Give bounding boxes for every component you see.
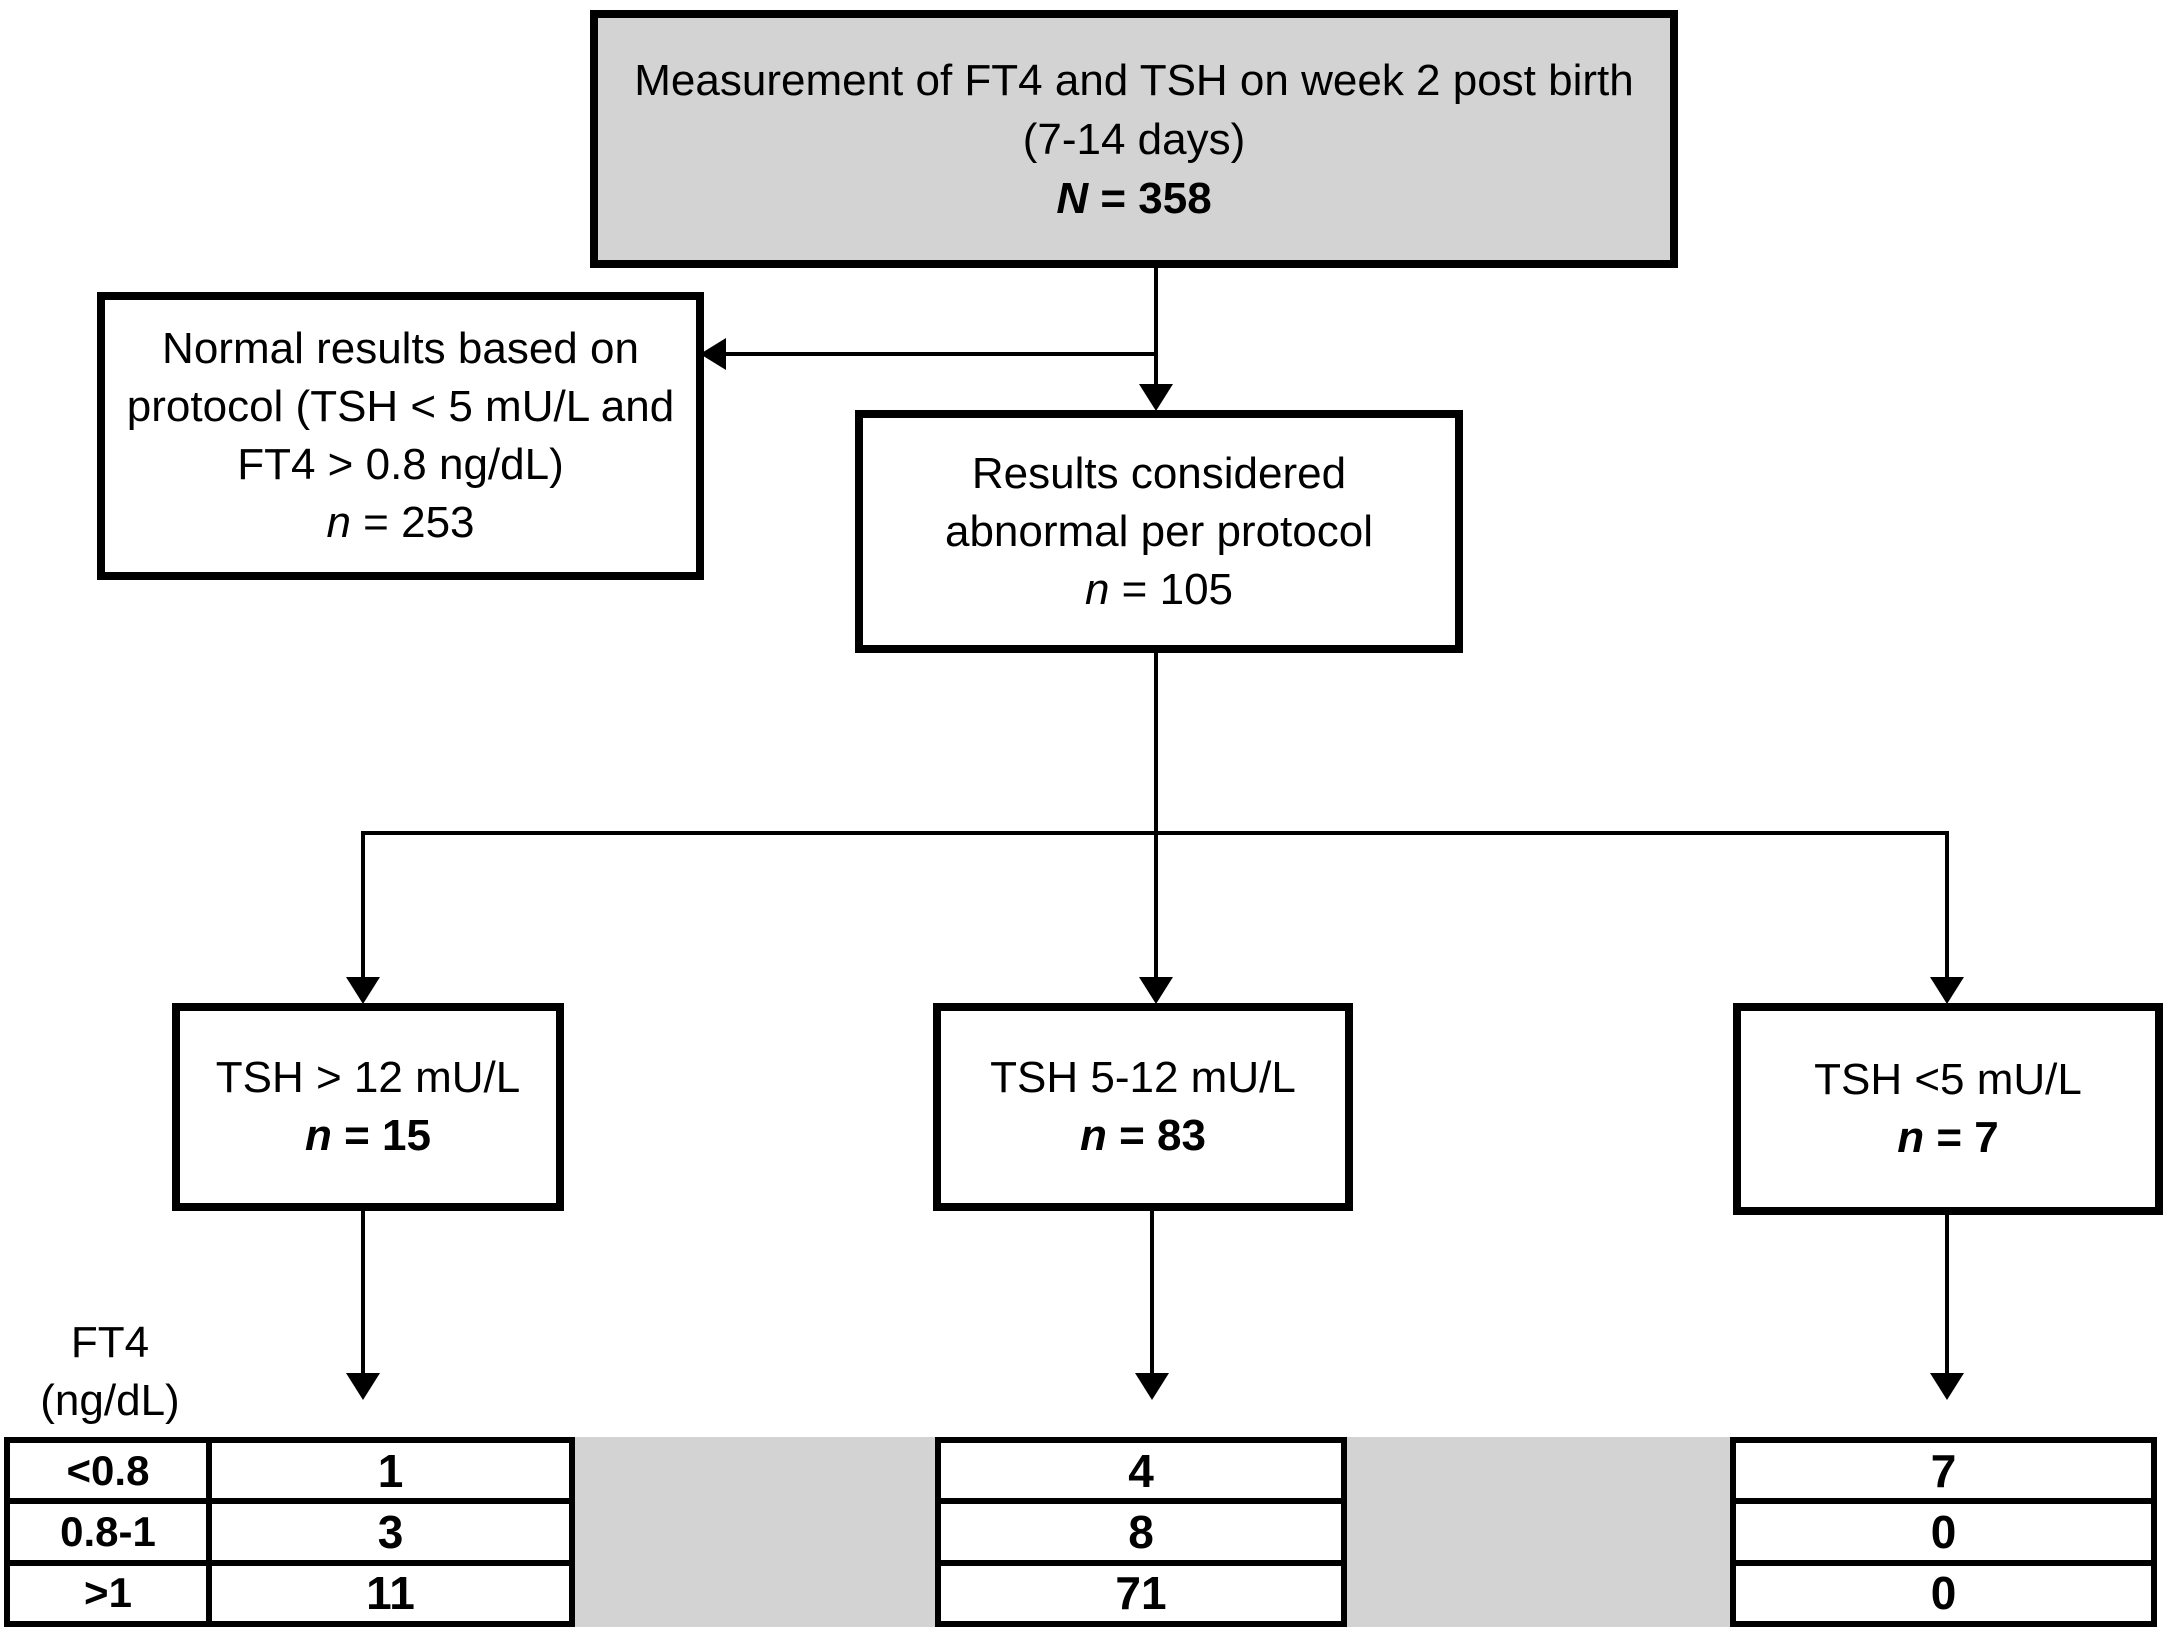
tsh-5-12-n-symbol: n <box>1080 1111 1107 1160</box>
abnormal-results-line2: abnormal per protocol <box>944 506 1373 556</box>
arrowhead-lt5-table <box>1930 1373 1964 1400</box>
table-cell: 0 <box>1730 1498 2157 1566</box>
table-row: 7 <box>1730 1436 2157 1505</box>
tsh-lt5-n-symbol: n <box>1897 1113 1925 1162</box>
table-cell: 7 <box>1730 1436 2157 1505</box>
normal-results-line2: protocol (TSH < 5 mU/L and <box>126 382 675 431</box>
table-cell: 0 <box>1730 1559 2157 1628</box>
tsh-5-12-n-value: = 83 <box>1106 1111 1206 1160</box>
tsh-lt5-box: TSH <5 mU/L n = 7 <box>1733 1003 2163 1215</box>
ft4-axis-line1: FT4 <box>70 1318 150 1367</box>
ft4-5-12-table: 4 8 71 <box>935 1436 1347 1628</box>
measurement-n-symbol: N <box>1056 173 1089 223</box>
normal-results-n-value: = 253 <box>350 498 475 547</box>
connector-branch-middle <box>1154 831 1158 977</box>
arrowhead-into-tsh-lt5-box <box>1930 977 1964 1004</box>
arrowhead-5-12-table <box>1135 1373 1169 1400</box>
table-row: >1 11 <box>4 1559 575 1628</box>
connector-branch-left <box>361 831 365 977</box>
measurement-title: Measurement of FT4 and TSH on week 2 pos… <box>634 55 1634 105</box>
measurement-days: (7-14 days) <box>1022 114 1246 164</box>
tsh-gt12-n-symbol: n <box>305 1111 332 1160</box>
tsh-5-12-n: n = 83 <box>1080 1107 1206 1165</box>
table-row: 0 <box>1730 1498 2157 1566</box>
arrowhead-gt12-table <box>346 1373 380 1400</box>
table-cell: 8 <box>935 1498 1347 1566</box>
table-row: 0 <box>1730 1559 2157 1628</box>
tsh-lt5-n-value: = 7 <box>1924 1113 1999 1162</box>
tsh-lt5-label: TSH <5 mU/L <box>1814 1055 2082 1104</box>
abnormal-results-box: Results considered abnormal per protocol… <box>855 410 1463 653</box>
tsh-gt12-n: n = 15 <box>305 1107 431 1165</box>
arrowhead-into-tsh-5-12-box <box>1139 977 1173 1004</box>
measurement-box: Measurement of FT4 and TSH on week 2 pos… <box>590 10 1678 268</box>
row-label-cell: <0.8 <box>4 1436 212 1505</box>
arrowhead-into-abnormal-box <box>1139 384 1173 411</box>
connector-abnormal-down <box>1154 651 1158 833</box>
connector-top-vertical <box>1154 266 1158 384</box>
connector-5-12-to-table <box>1150 1211 1154 1373</box>
measurement-n: N = 358 <box>1056 169 1211 228</box>
table-cell: 1 <box>206 1436 575 1505</box>
connector-to-normal-box <box>726 352 1156 356</box>
row-label-cell: >1 <box>4 1559 212 1628</box>
table-row: 71 <box>935 1559 1347 1628</box>
tsh-5-12-box: TSH 5-12 mU/L n = 83 <box>933 1003 1353 1211</box>
measurement-n-value: = 358 <box>1088 173 1212 223</box>
ft4-axis-label: FT4 (ng/dL) <box>18 1314 202 1430</box>
tsh-gt12-box: TSH > 12 mU/L n = 15 <box>172 1003 564 1211</box>
table-cell: 11 <box>206 1559 575 1628</box>
table-cell: 4 <box>935 1436 1347 1505</box>
tsh-gt12-n-value: = 15 <box>331 1111 431 1160</box>
abnormal-results-n-symbol: n <box>1084 564 1110 614</box>
tsh-5-12-label: TSH 5-12 mU/L <box>990 1053 1296 1102</box>
normal-results-line3: FT4 > 0.8 ng/dL) <box>237 440 564 489</box>
table-row: 0.8-1 3 <box>4 1498 575 1566</box>
table-row: 4 <box>935 1436 1347 1505</box>
table-row: 8 <box>935 1498 1347 1566</box>
tsh-gt12-label: TSH > 12 mU/L <box>215 1053 521 1102</box>
row-label-cell: 0.8-1 <box>4 1498 212 1566</box>
normal-results-box: Normal results based on protocol (TSH < … <box>97 292 704 580</box>
ft4-axis-line2: (ng/dL) <box>40 1376 180 1425</box>
table-cell: 71 <box>935 1559 1347 1628</box>
abnormal-results-n: n = 105 <box>1085 561 1233 619</box>
ft4-lt5-table: 7 0 0 <box>1730 1436 2157 1628</box>
abnormal-results-line1: Results considered <box>971 448 1347 498</box>
connector-lt5-to-table <box>1945 1215 1949 1373</box>
normal-results-n-symbol: n <box>326 498 351 547</box>
table-row: <0.8 1 <box>4 1436 575 1505</box>
normal-results-line1: Normal results based on <box>162 324 639 373</box>
connector-branch-right <box>1945 831 1949 977</box>
ft4-gt12-table: <0.8 1 0.8-1 3 >1 11 <box>4 1436 575 1628</box>
normal-results-n: n = 253 <box>326 494 474 552</box>
arrowhead-into-normal-box <box>700 338 726 370</box>
table-cell: 3 <box>206 1498 575 1566</box>
tsh-lt5-n: n = 7 <box>1897 1109 1999 1167</box>
abnormal-results-n-value: = 105 <box>1109 564 1234 614</box>
connector-gt12-to-table <box>361 1211 365 1373</box>
arrowhead-into-tsh-gt12-box <box>346 977 380 1004</box>
